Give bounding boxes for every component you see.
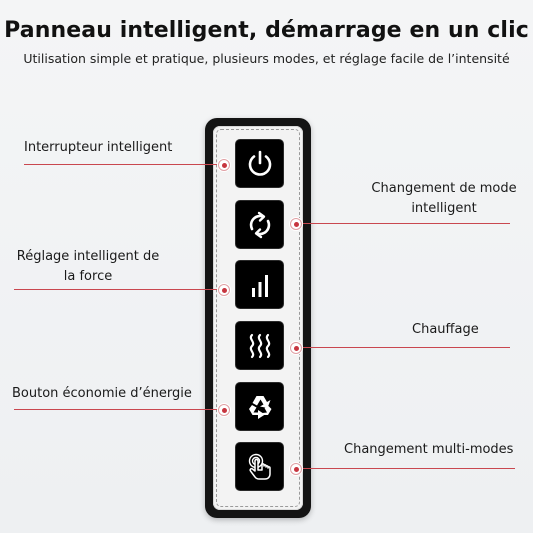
label-force-adjust-line1: Réglage intelligent de <box>16 249 160 264</box>
connector-dot-multi <box>290 463 302 475</box>
label-mode-change-line2: intelligent <box>411 201 477 216</box>
power-icon <box>248 150 271 176</box>
energy-saving-button[interactable] <box>236 383 283 430</box>
touch-hand-icon <box>248 453 271 480</box>
heat-waves-icon <box>249 333 270 358</box>
connector-line-force <box>14 289 222 290</box>
label-mode-change-line1: Changement de mode <box>371 181 517 196</box>
connector-line-multi <box>300 468 515 469</box>
label-mode-change: Changement de mode intelligent <box>360 179 528 218</box>
connector-line-mode <box>300 223 510 224</box>
label-force-adjust-line2: la force <box>63 269 113 284</box>
signal-bars-icon <box>251 274 268 297</box>
mode-change-button[interactable] <box>236 201 283 248</box>
force-adjust-button[interactable] <box>236 261 283 308</box>
label-energy-saving: Bouton économie d’énergie <box>12 386 192 401</box>
connector-line-heating <box>300 347 510 348</box>
label-power-switch: Interrupteur intelligent <box>24 140 173 155</box>
page-subtitle: Utilisation simple et pratique, plusieur… <box>23 51 510 66</box>
connector-dot-mode <box>290 218 302 230</box>
connector-dot-energy <box>218 404 230 416</box>
panel-dashed-border <box>216 129 300 507</box>
cycle-arrows-icon <box>249 211 270 238</box>
power-button[interactable] <box>236 140 283 187</box>
page-title: Panneau intelligent, démarrage en un cli… <box>4 18 529 43</box>
connector-dot-heating <box>290 342 302 354</box>
connector-line-power <box>24 164 222 165</box>
connector-dot-power <box>218 159 230 171</box>
label-force-adjust: Réglage intelligent de la force <box>6 247 170 286</box>
connector-line-energy <box>14 409 222 410</box>
multi-mode-button[interactable] <box>236 443 283 490</box>
label-multi-mode: Changement multi-modes <box>344 442 514 457</box>
heating-button[interactable] <box>236 322 283 369</box>
recycle-icon <box>248 395 271 419</box>
label-heating: Chauffage <box>412 322 479 337</box>
connector-dot-force <box>218 284 230 296</box>
